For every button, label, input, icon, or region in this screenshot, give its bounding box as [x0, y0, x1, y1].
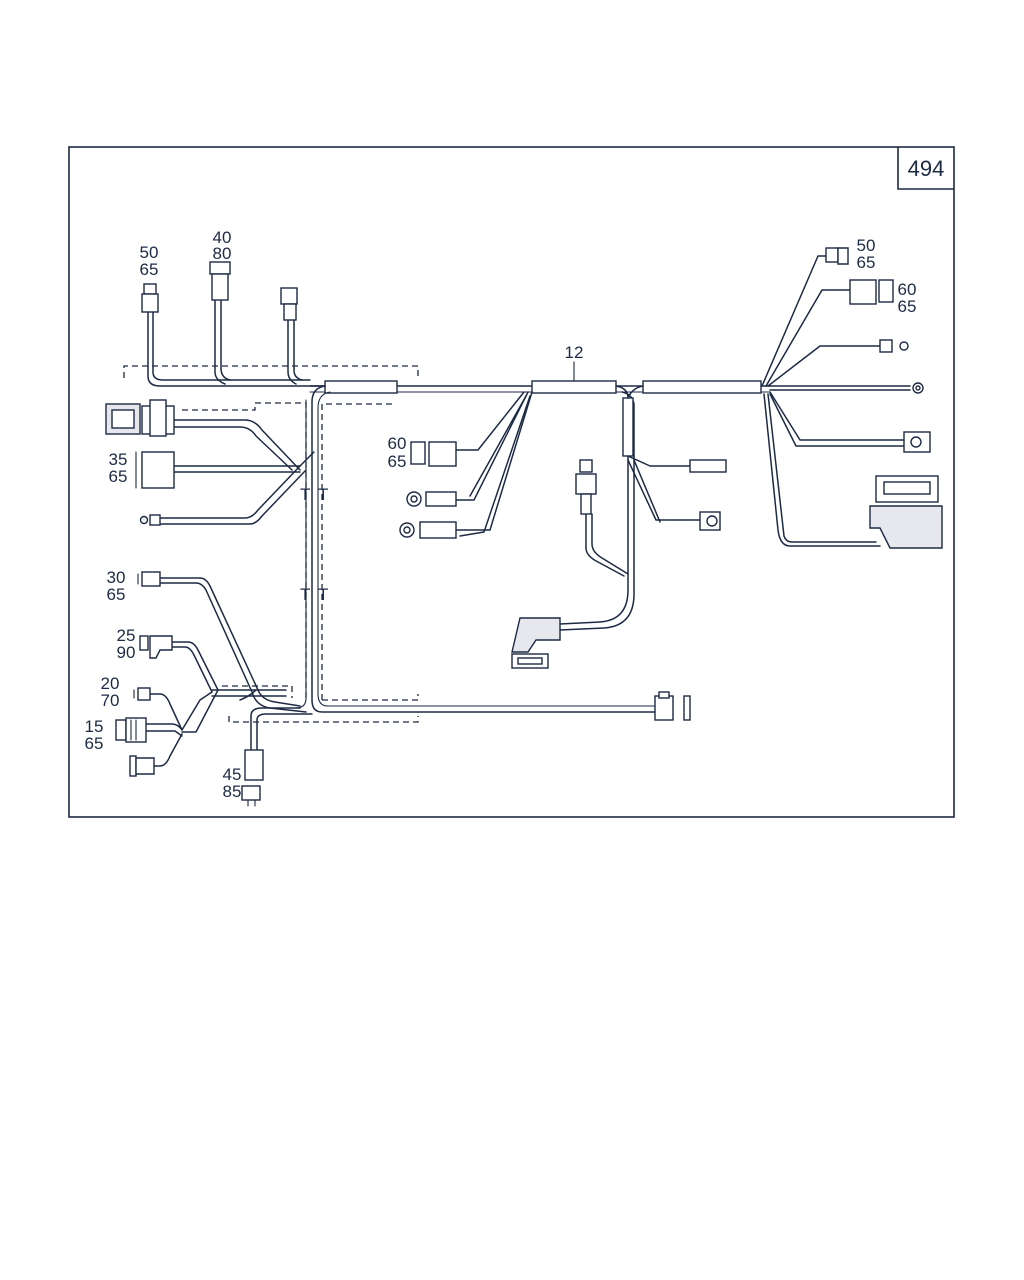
callout-45-a: 45: [223, 765, 242, 784]
callout-20-b: 70: [101, 691, 120, 710]
page-number: 494: [908, 156, 945, 181]
callout-20-a: 20: [101, 674, 120, 693]
sleeve-right: [642, 380, 762, 394]
connector-15-65: [115, 717, 147, 743]
connector-socket-left-top: [105, 399, 175, 437]
connector-40-80: [209, 261, 231, 301]
branch-45-85: [250, 707, 313, 751]
callout-60-mid-a: 60: [388, 434, 407, 453]
callout-40-80-b: 80: [213, 244, 232, 263]
connector-multipin-center: [689, 459, 727, 473]
connector-obd-elbow: [511, 617, 561, 669]
connector-50-65-left: [141, 283, 159, 313]
svg-text:T: T: [300, 585, 310, 604]
right-fan: [761, 255, 911, 547]
connector-round-mid-2: [399, 521, 457, 539]
left-lower-branches: [144, 577, 307, 767]
connector-square-center: [699, 511, 721, 531]
callout-60-right-b: 65: [898, 297, 917, 316]
connector-30-65: [137, 571, 161, 587]
connector-top-left-unlabeled: [280, 287, 298, 321]
callout-45-b: 85: [223, 782, 242, 801]
connector-25-90: [139, 635, 173, 659]
connector-35-65: [135, 451, 175, 489]
connector-20-70: [133, 687, 151, 701]
connector-ecu-plug: [869, 475, 943, 549]
connector-square-right: [903, 431, 931, 453]
callout-25-b: 90: [117, 643, 136, 662]
callout-labels: 12 50 65 40 80 50 65 60 65 60 65 35 65 3…: [85, 228, 917, 801]
callout-60-mid-b: 65: [388, 452, 407, 471]
callout-30-a: 30: [107, 568, 126, 587]
callout-50-right-b: 65: [857, 253, 876, 272]
callout-12: 12: [565, 343, 584, 362]
left-upper-branches: [159, 419, 315, 525]
connector-60-65-mid: [410, 441, 457, 467]
connector-small-left: [139, 514, 161, 526]
main-trunk: [309, 361, 771, 394]
left-vertical-trunk: [285, 385, 656, 713]
connector-ring-terminal: [912, 382, 924, 394]
connector-small-right: [879, 339, 909, 353]
callout-35-b: 65: [109, 467, 128, 486]
top-left-branches: [147, 299, 326, 387]
connector-bottom-left-switch: [129, 755, 155, 777]
sleeve-left: [324, 380, 398, 394]
callout-25-a: 25: [117, 626, 136, 645]
center-left-fan: [455, 391, 533, 537]
connector-60-65-right: [849, 279, 894, 305]
center-vertical-branch: [559, 385, 701, 631]
connector-50-65-right: [825, 247, 849, 265]
callout-15-a: 15: [85, 717, 104, 736]
svg-text:T: T: [318, 585, 328, 604]
svg-text:T: T: [318, 485, 328, 504]
connector-round-mid-1: [406, 491, 457, 507]
connector-center-vertical: [575, 459, 597, 515]
sleeve-vertical: [622, 397, 634, 457]
callout-40-80-a: 40: [213, 228, 232, 247]
callout-35-a: 35: [109, 450, 128, 469]
callout-15-b: 65: [85, 734, 104, 753]
connector-45-85: [241, 749, 264, 807]
page-number-box: 494: [897, 147, 954, 190]
sleeve-center: [531, 380, 617, 394]
connector-bottom-right: [654, 691, 691, 721]
callout-50-left-a: 50: [140, 243, 159, 262]
dimension-lines: T T T T: [123, 365, 419, 723]
callout-50-right-a: 50: [857, 236, 876, 255]
svg-text:T: T: [300, 485, 310, 504]
callout-50-left-b: 65: [140, 260, 159, 279]
callout-60-right-a: 60: [898, 280, 917, 299]
diagram-frame: [68, 146, 955, 818]
callout-30-b: 65: [107, 585, 126, 604]
